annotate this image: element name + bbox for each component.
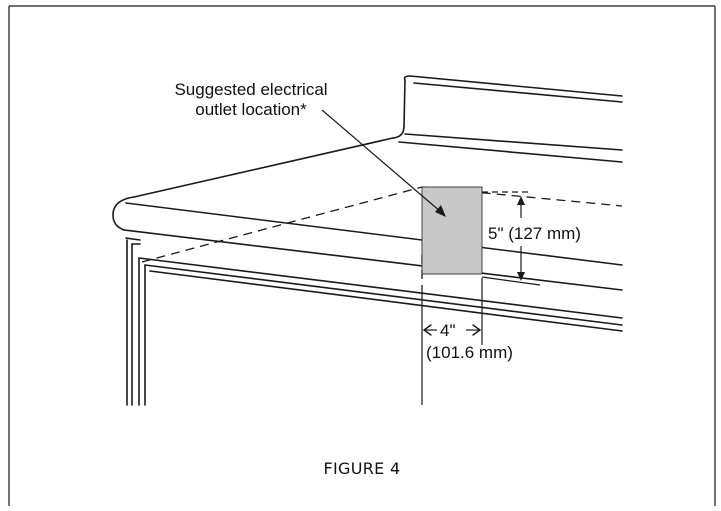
cabinet (126, 239, 623, 406)
arrow-down-icon (517, 272, 525, 281)
outlet-location-area (421, 186, 483, 275)
callout-line-1: Suggested electrical (174, 80, 327, 99)
page-frame (8, 5, 716, 506)
arrow-up-icon (517, 196, 525, 205)
arrow-left-icon (422, 324, 432, 336)
callout-line-2: outlet location* (195, 100, 307, 119)
width-dimension-metric: (101.6 mm) (426, 343, 513, 362)
figure-caption: FIGURE 4 (324, 459, 401, 478)
width-dimension-label: 4" (440, 321, 456, 340)
countertop (112, 137, 623, 291)
arrow-right-icon (472, 324, 482, 336)
width-arrows (422, 324, 482, 336)
backsplash (392, 75, 623, 163)
arrowheads (435, 196, 525, 281)
height-dimension-label: 5" (127 mm) (488, 224, 581, 243)
leader-arrow-icon (435, 205, 446, 217)
